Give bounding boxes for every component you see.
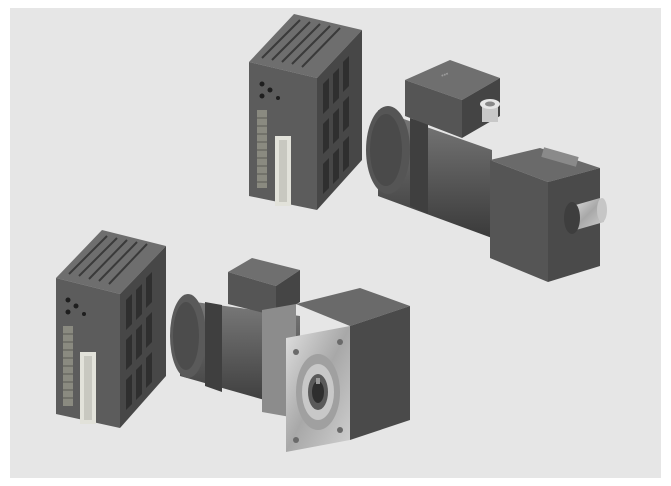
vent-slots-top [323,56,349,194]
terminal-block-top [257,110,267,188]
controller-unit-bottom [56,230,166,428]
output-shaft-top [572,198,607,230]
top-grille-top [261,19,341,68]
gear-motor-bottom [170,258,410,452]
vent-slots-bottom [126,272,152,410]
terminal-box-lid-top [405,60,500,100]
hollow-shaft-bottom [308,374,328,410]
gear-motor-top: ▪▪▪ [366,60,607,282]
top-grille-bottom [68,235,148,285]
cable-gland-top [480,99,500,122]
terminal-box-lid-bottom [228,258,300,286]
status-leds-bottom [65,297,86,316]
controller-unit-top [249,14,362,210]
svg-text:▪▪▪: ▪▪▪ [440,71,450,80]
status-leds-top [259,81,280,100]
